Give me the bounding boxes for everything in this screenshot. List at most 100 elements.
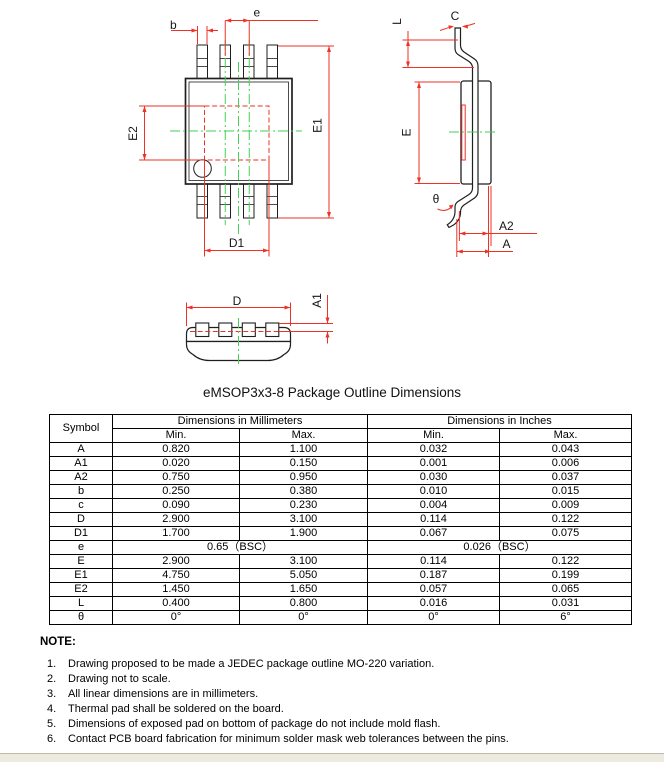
symbol-cell: E1 [49,568,113,583]
cell: 0.187 [367,568,500,583]
dim-label-L: L [390,18,404,25]
cell: 0.015 [499,484,632,499]
cell: 0.820 [112,442,240,457]
table-row: D1 1.700 1.900 0.067 0.075 [49,526,632,541]
cell: 0.004 [367,498,500,513]
cell: 0.800 [239,596,368,611]
note-text: Drawing proposed to be made a JEDEC pack… [68,658,435,670]
cell: 1.100 [239,442,368,457]
cell: 0.122 [499,554,632,569]
symbol-cell: θ [49,610,113,625]
dim-label-C: C [451,9,460,23]
dim-D1: D1 [204,160,270,257]
dim-label-A: A [503,237,511,251]
centerlines-top-view [170,40,302,236]
cell: 0.950 [239,470,368,485]
notes-heading: NOTE: [40,636,76,648]
symbol-cell: c [49,498,113,513]
lead-profile [446,27,479,229]
table-row: E 2.900 3.100 0.114 0.122 [49,554,632,569]
thermal-pad-outline [204,105,270,161]
note-item: 2. Drawing not to scale. [47,672,664,687]
cell: 1.700 [112,526,240,541]
symbol-cell: D [49,512,113,527]
cell: 2.900 [112,512,240,527]
symbol-cell: A [49,442,113,457]
side-view: E L C θ [390,9,537,257]
cell: 3.100 [239,512,368,527]
table-row: b 0.250 0.380 0.010 0.015 [49,484,632,499]
cell: 0.032 [367,442,500,457]
drawing-title: eMSOP3x3-8 Package Outline Dimensions [202,385,462,400]
table-row: E2 1.450 1.650 0.057 0.065 [49,582,632,597]
dim-label-E2: E2 [126,126,140,141]
dim-C: C [439,9,476,31]
cell: 0° [367,610,500,625]
note-text: Thermal pad shall be soldered on the boa… [68,703,284,715]
col-header-in-max: Max. [499,428,632,443]
cell: 0.037 [499,470,632,485]
table-row: D 2.900 3.100 0.114 0.122 [49,512,632,527]
cell-bsc-mm: 0.65（BSC） [112,540,368,555]
symbol-cell: E [49,554,113,569]
bottom-pins [196,183,278,219]
symbol-cell: E2 [49,582,113,597]
cell: 0.016 [367,596,500,611]
cell: 0.009 [499,498,632,513]
dim-label-theta: θ [433,192,440,206]
front-pins [195,322,280,338]
symbol-cell: e [49,540,113,555]
symbol-cell: A2 [49,470,113,485]
cell: 0.400 [112,596,240,611]
cell: 1.650 [239,582,368,597]
cell: 0.020 [112,456,240,471]
page-bottom-band [0,753,664,762]
cell-bsc-in: 0.026（BSC） [367,540,632,555]
dim-D: D [186,294,291,326]
col-header-mm-max: Max. [239,428,368,443]
cell: 0.199 [499,568,632,583]
table-row: A 0.820 1.100 0.032 0.043 [49,442,632,457]
note-number: 6. [47,733,57,745]
cell: 0.031 [499,596,632,611]
note-item: 3. All linear dimensions are in millimet… [47,687,664,702]
dim-E: E [400,81,460,184]
note-text: Dimensions of exposed pad on bottom of p… [68,718,441,730]
dim-A: A [456,186,513,257]
cell: 0.114 [367,512,500,527]
cell: 0° [239,610,368,625]
cell: 0° [112,610,240,625]
cell: 0.114 [367,554,500,569]
col-header-mm-min: Min. [112,428,240,443]
front-body-top [185,326,292,343]
cell: 0.150 [239,456,368,471]
cell: 0.230 [239,498,368,513]
top-view: b e E1 [126,6,334,257]
col-header-mm: Dimensions in Millimeters [112,414,368,429]
note-item: 6. Contact PCB board fabrication for min… [47,732,664,747]
cell: 0.010 [367,484,500,499]
cell: 0.750 [112,470,240,485]
note-number: 1. [47,658,57,670]
cell: 6° [499,610,632,625]
symbol-cell: A1 [49,456,113,471]
dim-label-E1: E1 [311,118,325,133]
cell: 4.750 [112,568,240,583]
col-header-inches: Dimensions in Inches [367,414,632,429]
dim-L: L [390,18,474,68]
cell: 0.250 [112,484,240,499]
cell: 0.075 [499,526,632,541]
table-row-e-bsc: e 0.65（BSC） 0.026（BSC） [49,540,632,555]
dim-b: b [170,18,218,44]
note-text: All linear dimensions are in millimeters… [68,688,259,700]
dim-E2: E2 [126,105,205,161]
cell: 5.050 [239,568,368,583]
symbol-cell: b [49,484,113,499]
note-number: 4. [47,703,57,715]
top-pins [196,44,278,80]
dim-label-E: E [400,128,414,136]
cell: 3.100 [239,554,368,569]
table-row: E1 4.750 5.050 0.187 0.199 [49,568,632,583]
table-row: θ 0° 0° 0° 6° [49,610,632,625]
dim-A2: A2 [458,186,537,257]
